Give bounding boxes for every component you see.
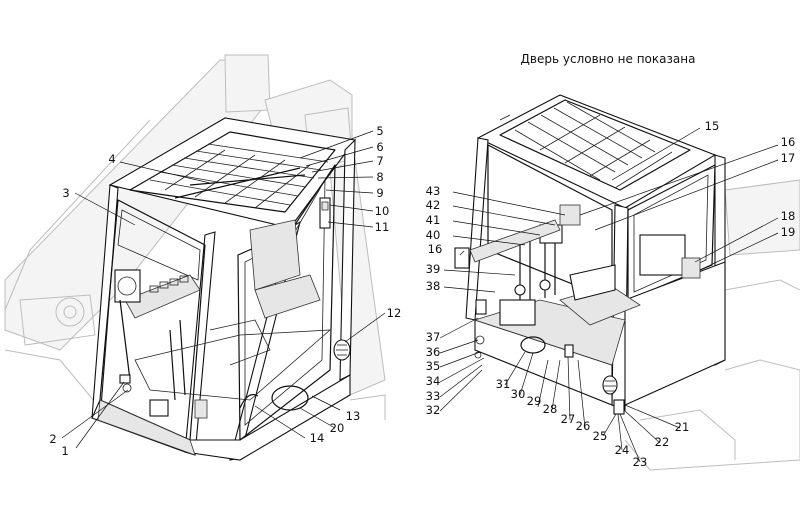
right-cab-body <box>454 94 726 415</box>
callout-42: 42 <box>426 198 441 212</box>
callout-1: 1 <box>61 444 68 458</box>
callout-6: 6 <box>376 140 383 154</box>
callout-33: 33 <box>426 389 441 403</box>
callout-8: 8 <box>376 170 383 184</box>
right-leader-lines <box>439 127 779 463</box>
callout-29: 29 <box>527 394 542 408</box>
callout-15: 15 <box>705 119 720 133</box>
right-cab-view: Дверь условно не показана 15 16 17 18 19… <box>426 52 800 471</box>
callout-36: 36 <box>426 345 441 359</box>
callout-27: 27 <box>561 412 576 426</box>
callout-26: 26 <box>576 419 591 433</box>
right-callout-labels: 15 16 17 18 19 16 21 22 23 24 25 26 27 2… <box>426 119 796 469</box>
callout-31: 31 <box>496 377 511 391</box>
callout-20: 20 <box>330 421 345 435</box>
callout-12: 12 <box>387 306 402 320</box>
callout-23: 23 <box>633 455 648 469</box>
callout-41: 41 <box>426 213 441 227</box>
callout-22: 22 <box>655 435 670 449</box>
callout-39: 39 <box>426 262 441 276</box>
left-cab-view: 1 2 3 4 5 6 7 8 9 10 11 12 13 14 20 <box>4 54 401 461</box>
callout-2: 2 <box>49 432 56 446</box>
callout-40: 40 <box>426 228 441 242</box>
callout-16-lower: 16 <box>428 242 443 256</box>
callout-35: 35 <box>426 359 441 373</box>
callout-13: 13 <box>346 409 361 423</box>
callout-17: 17 <box>781 151 796 165</box>
door-note: Дверь условно не показана <box>521 52 696 66</box>
callout-24: 24 <box>615 443 630 457</box>
callout-30: 30 <box>511 387 526 401</box>
callout-11: 11 <box>375 220 390 234</box>
callout-18: 18 <box>781 209 796 223</box>
left-cab-body <box>91 117 356 461</box>
callout-19: 19 <box>781 225 796 239</box>
callout-16-upper: 16 <box>781 135 796 149</box>
callout-14: 14 <box>310 431 325 445</box>
callout-37: 37 <box>426 330 441 344</box>
callout-43: 43 <box>426 184 441 198</box>
callout-4: 4 <box>108 152 115 166</box>
left-callout-labels: 1 2 3 4 5 6 7 8 9 10 11 12 13 14 20 <box>49 124 401 458</box>
callout-28: 28 <box>543 402 558 416</box>
callout-10: 10 <box>375 204 390 218</box>
callout-21: 21 <box>675 420 690 434</box>
callout-3: 3 <box>62 186 69 200</box>
callout-9: 9 <box>376 186 383 200</box>
callout-38: 38 <box>426 279 441 293</box>
left-leader-lines <box>61 130 386 449</box>
callout-25: 25 <box>593 429 608 443</box>
callout-34: 34 <box>426 374 441 388</box>
callout-32: 32 <box>426 403 441 417</box>
callout-5: 5 <box>376 124 383 138</box>
callout-7: 7 <box>376 154 383 168</box>
